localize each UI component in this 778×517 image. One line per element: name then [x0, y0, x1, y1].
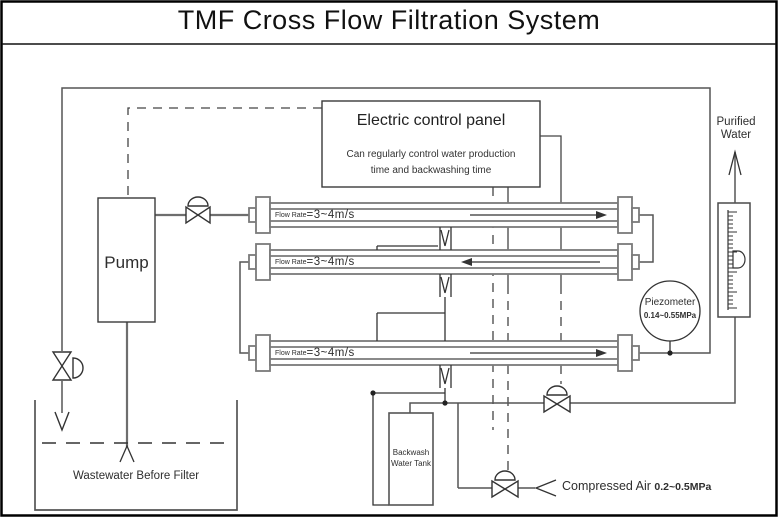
purified-water-label: Purified Water	[705, 116, 767, 142]
pump-box	[97, 197, 156, 323]
tube-3-flow-rate-caption: Flow Rate	[275, 350, 307, 357]
control-panel-description-line1: Can regularly control water production	[346, 149, 516, 160]
purified-water-line2: Water	[720, 129, 752, 141]
tube-2-flow-rate-label: Flow Rate=3~4m/s	[275, 254, 395, 268]
piezometer-label: Piezometer	[644, 297, 696, 308]
tube-2-flow-arrow-icon	[461, 258, 600, 266]
tube-1-flow-rate-label: Flow Rate=3~4m/s	[275, 207, 395, 221]
tube-2-flow-rate-caption: Flow Rate	[275, 259, 307, 266]
backwash-tank-box	[388, 412, 434, 506]
air-inlet-arrow-icon	[534, 479, 557, 497]
backwash-valve-icon	[543, 385, 571, 414]
piezometer-range: 0.14~0.55MPa	[643, 311, 697, 320]
drain-funnel-2-icon	[376, 274, 452, 341]
flow-meter	[717, 149, 751, 318]
compressed-air-label: Compressed Air 0.2~0.5MPa	[562, 479, 711, 493]
diagram-title: TMF Cross Flow Filtration System	[177, 5, 601, 35]
backwash-tank-line1: Backwash	[392, 448, 430, 457]
tube-1-flow-arrow-icon	[470, 211, 607, 219]
backwash-tank-label: Backwash Water Tank	[388, 447, 434, 469]
piezometer-gauge	[639, 280, 701, 356]
air-valve-icon	[491, 470, 519, 499]
discharge-valve-icon	[185, 196, 211, 225]
purified-water-line1: Purified	[716, 116, 756, 128]
backwash-tank-line2: Water Tank	[390, 459, 431, 468]
tube-2-flow-rate-value: =3~4m/s	[306, 256, 355, 268]
pump-label: Pump	[104, 253, 149, 272]
tube-3-flow-arrow-icon	[470, 349, 607, 357]
pump-piping	[125, 213, 250, 447]
control-panel-box	[321, 100, 541, 188]
backwash-piping	[409, 317, 736, 489]
compressed-air-range: 0.2~0.5MPa	[654, 481, 712, 493]
pipe-junction-dots	[370, 390, 448, 406]
drain-funnel-1-icon	[376, 227, 452, 250]
tube-1-flow-rate-value: =3~4m/s	[306, 209, 355, 221]
control-panel-description-line2: time and backwashing time	[370, 165, 492, 176]
tube-3-flow-rate-label: Flow Rate=3~4m/s	[275, 345, 395, 359]
tube-1-flow-rate-caption: Flow Rate	[275, 212, 307, 219]
suction-strainer-icon	[119, 444, 135, 463]
wastewater-tank	[34, 400, 238, 511]
return-valve-icon	[51, 351, 84, 381]
tube-3-flow-rate-value: =3~4m/s	[306, 347, 355, 359]
wastewater-tank-label: Wastewater Before Filter	[72, 470, 200, 482]
recirculation-pipe	[61, 87, 711, 413]
return-arrow-icon	[54, 411, 70, 432]
compressed-air-caption: Compressed Air	[562, 479, 651, 493]
control-panel-title: Electric control panel	[356, 112, 506, 129]
control-panel-description: Can regularly control water production t…	[322, 147, 540, 179]
